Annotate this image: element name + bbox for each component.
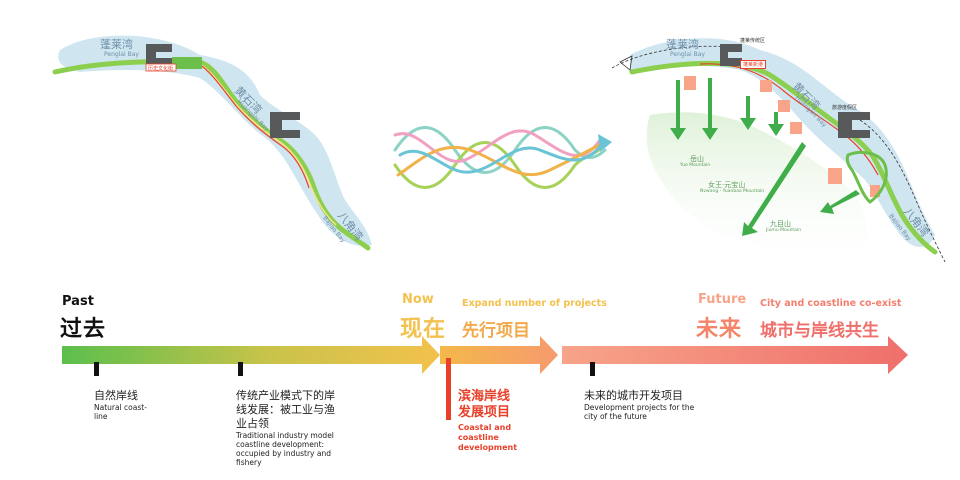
waves-arrowhead xyxy=(598,134,612,152)
zone-label: 蓬莱新港 xyxy=(740,60,767,69)
sea-area-right xyxy=(630,38,935,247)
past-map xyxy=(52,35,373,251)
timeline-arrows xyxy=(62,336,908,420)
now-subheading-cn: 先行项目 xyxy=(462,321,530,341)
note-cn: 滨海岸线 发展项目 xyxy=(458,389,511,420)
bay-label-en: Penglai Bay xyxy=(104,51,139,58)
bay-label: 蓬莱湾 xyxy=(100,38,133,51)
mountain-label: 九目山 xyxy=(770,220,791,228)
note-natural: 自然岸线 Natural coast- line xyxy=(94,389,204,421)
building-right-2 xyxy=(838,112,870,138)
project-block xyxy=(684,76,696,90)
future-map xyxy=(611,38,946,275)
dashed-boundary xyxy=(611,45,946,263)
project-block xyxy=(790,122,802,134)
coastline-red xyxy=(201,65,310,189)
district-label: 旅游度假区 xyxy=(832,105,858,111)
building-block-2 xyxy=(270,112,300,138)
mountain-label: 女王·元宝山 xyxy=(708,181,746,189)
past-arrow xyxy=(62,336,440,374)
bay-label-en: Penglai Bay xyxy=(670,51,705,58)
note-en: Traditional industry model coastline dev… xyxy=(236,431,334,467)
building-block xyxy=(146,44,172,66)
bay-label: 蓬莱湾 xyxy=(666,38,699,51)
project-block xyxy=(760,80,772,92)
green-outline xyxy=(845,151,888,204)
note-cn: 自然岸线 xyxy=(94,389,138,402)
project-block xyxy=(828,168,842,184)
label-box xyxy=(145,63,177,72)
note-cn: 传统产业模式下的岸 线发展：被工业与渔 业占领 xyxy=(236,389,335,430)
district-label: 蓬莱传统区 xyxy=(740,38,766,44)
tick-coastal xyxy=(446,358,451,420)
future-heading-en: Future xyxy=(698,292,747,307)
woven-waves xyxy=(393,126,612,189)
note-coastal: 滨海岸线 发展项目 Coastal and coastline developm… xyxy=(458,389,568,453)
mountain-label-en: Jiumu Mountain xyxy=(766,228,802,233)
note-en: Natural coast- line xyxy=(94,403,147,421)
future-subheading-cn: 城市与岸线共生 xyxy=(760,321,879,341)
tick-natural xyxy=(94,362,99,376)
mountain-label: 岳山 xyxy=(690,155,704,163)
note-traditional: 传统产业模式下的岸 线发展：被工业与渔 业占领 Traditional indu… xyxy=(236,389,376,467)
mountain-label-en: Nvwang - Yuanbao Mountain xyxy=(700,189,765,194)
arrow-right-dashed xyxy=(619,55,633,71)
coastline-inner xyxy=(199,63,337,226)
now-heading-en: Now xyxy=(402,292,434,307)
project-block xyxy=(870,185,880,197)
future-heading-cn: 未来 xyxy=(696,317,743,342)
note-cn: 未来的城市开发项目 xyxy=(584,389,683,402)
tick-future xyxy=(590,362,595,376)
past-heading-en: Past xyxy=(62,294,94,309)
project-block xyxy=(778,100,790,112)
mountain-label-en: Yue Mountain xyxy=(680,163,711,168)
note-future: 未来的城市开发项目 Development projects for the c… xyxy=(584,389,734,421)
zone-label: 历史文化街 xyxy=(148,66,174,72)
now-heading-cn: 现在 xyxy=(400,317,447,342)
future-subheading-en: City and coastline co-exist xyxy=(760,298,902,309)
future-arrow xyxy=(562,336,908,374)
tick-traditional xyxy=(238,362,243,376)
past-heading-cn: 过去 xyxy=(60,317,107,342)
note-en: Coastal and coastline development xyxy=(458,423,518,452)
green-arrows xyxy=(670,78,860,236)
building-right-1 xyxy=(720,44,742,66)
green-hinterland xyxy=(646,112,867,275)
note-en: Development projects for the city of the… xyxy=(584,403,695,421)
historic-zone xyxy=(172,57,202,69)
now-subheading-en: Expand number of projects xyxy=(462,298,607,309)
now-arrow xyxy=(440,336,558,374)
